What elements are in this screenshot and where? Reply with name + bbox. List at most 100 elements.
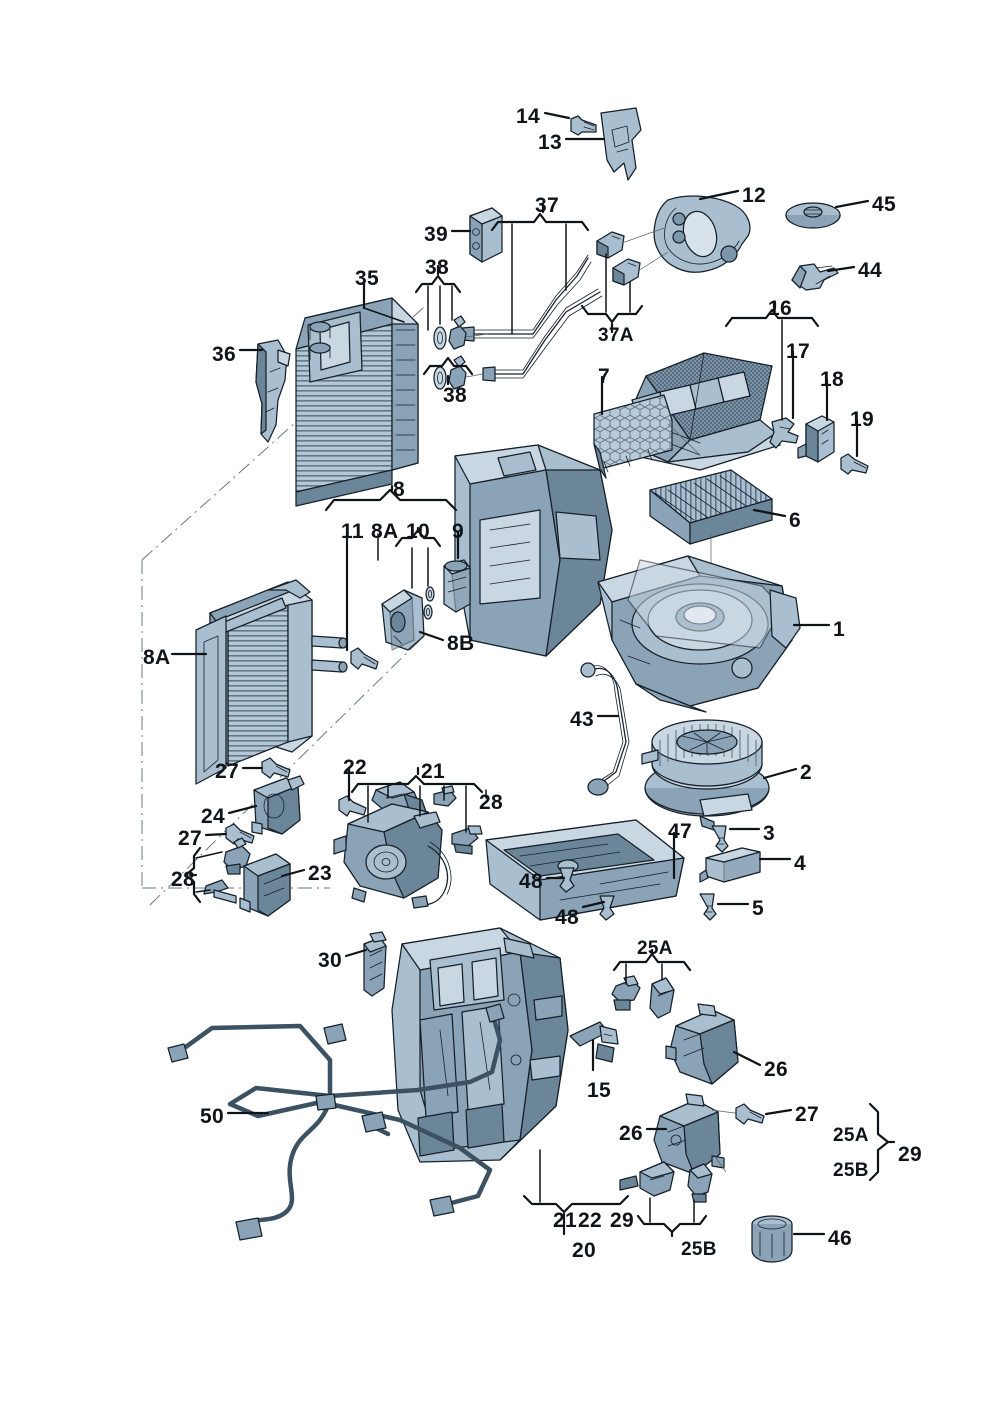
callout-label-16[interactable]: 16 xyxy=(768,297,792,320)
callout-label-28[interactable]: 28 xyxy=(171,868,195,891)
callout-label-37[interactable]: 37 xyxy=(535,194,559,217)
callout-label-21[interactable]: 21 xyxy=(553,1209,577,1232)
callout-label-37a[interactable]: 37A xyxy=(598,325,634,346)
part-50-connectors xyxy=(167,1003,505,1241)
callout-label-46[interactable]: 46 xyxy=(828,1227,852,1250)
callout-label-1[interactable]: 1 xyxy=(833,618,845,641)
part-17-clip xyxy=(769,417,799,449)
callout-label-25a[interactable]: 25A xyxy=(637,938,673,959)
part-4-cover-cap xyxy=(699,847,761,883)
callout-label-5[interactable]: 5 xyxy=(752,897,764,920)
part-9-expansion-valve xyxy=(443,559,471,613)
callout-label-13[interactable]: 13 xyxy=(538,131,562,154)
callout-label-27[interactable]: 27 xyxy=(795,1103,819,1126)
part-27-screw-c xyxy=(735,1103,765,1125)
callout-label-26[interactable]: 26 xyxy=(764,1058,788,1081)
part-45-washer xyxy=(785,202,841,229)
callout-label-43[interactable]: 43 xyxy=(570,708,594,731)
part-14-screw xyxy=(570,115,597,136)
callout-label-7[interactable]: 7 xyxy=(598,365,610,388)
part-19-screw xyxy=(840,453,869,475)
part-47-cover-plate xyxy=(485,819,685,921)
callout-label-39[interactable]: 39 xyxy=(424,223,448,246)
part-15-linkage-rod xyxy=(569,1021,619,1063)
callout-label-22[interactable]: 22 xyxy=(578,1209,602,1232)
part-26-motor-lower xyxy=(653,1093,743,1175)
part-21-assembly xyxy=(333,781,483,909)
part-20-heater-housing xyxy=(391,927,569,1163)
part-10-orings xyxy=(423,586,435,620)
callout-label-25b[interactable]: 25B xyxy=(681,1239,717,1260)
callout-label-17[interactable]: 17 xyxy=(786,340,810,363)
part-2-blower-fan xyxy=(641,719,770,831)
callout-label-27[interactable]: 27 xyxy=(215,760,239,783)
callout-label-19[interactable]: 19 xyxy=(850,408,874,431)
part-25B-set xyxy=(619,1161,713,1203)
callout-label-12[interactable]: 12 xyxy=(742,184,766,207)
part-3-screw xyxy=(711,825,729,853)
callout-label-25b[interactable]: 25B xyxy=(833,1160,869,1181)
part-30-temperature-sensor xyxy=(363,931,387,997)
callout-label-8b[interactable]: 8B xyxy=(447,632,475,655)
callout-label-4[interactable]: 4 xyxy=(794,852,806,875)
part-27-screw-a xyxy=(261,757,291,779)
callout-label-25a[interactable]: 25A xyxy=(833,1125,869,1146)
callout-label-6[interactable]: 6 xyxy=(789,509,801,532)
callout-label-11[interactable]: 11 xyxy=(341,520,364,543)
callout-label-8a[interactable]: 8A xyxy=(371,520,399,543)
callout-label-20[interactable]: 20 xyxy=(572,1239,596,1262)
part-26-motor-upper xyxy=(665,1003,739,1085)
part-38-oring-clamp-upper xyxy=(433,315,488,350)
callout-label-10[interactable]: 10 xyxy=(406,520,430,543)
callout-label-9[interactable]: 9 xyxy=(452,520,464,543)
callout-label-47[interactable]: 47 xyxy=(668,820,692,843)
part-24-positioning-motor xyxy=(251,775,305,835)
part-13-bracket xyxy=(600,107,642,181)
part-44-grommet xyxy=(791,263,839,291)
callout-label-8[interactable]: 8 xyxy=(393,478,405,501)
part-16-air-intake-housing xyxy=(617,352,781,471)
part-7-foam-seal xyxy=(593,394,701,479)
callout-label-29[interactable]: 29 xyxy=(610,1209,634,1232)
part-39-valve-block xyxy=(469,207,503,263)
part-27-screw-b xyxy=(225,823,255,845)
callout-label-36[interactable]: 36 xyxy=(212,343,236,366)
part-48-rivet-a xyxy=(559,867,575,893)
part-5-screw xyxy=(699,893,717,921)
part-8B-cover xyxy=(381,589,425,651)
callout-label-44[interactable]: 44 xyxy=(858,259,882,282)
part-1-ac-housing xyxy=(454,444,801,713)
callout-label-2[interactable]: 2 xyxy=(800,761,812,784)
part-37A-fittings xyxy=(596,227,669,286)
callout-label-45[interactable]: 45 xyxy=(872,193,896,216)
part-11-bolt xyxy=(350,647,379,670)
callout-label-28[interactable]: 28 xyxy=(479,791,503,814)
callout-label-22[interactable]: 22 xyxy=(343,756,367,779)
part-6-pollen-filter xyxy=(649,469,773,592)
callout-label-21[interactable]: 21 xyxy=(421,760,445,783)
callout-label-30[interactable]: 30 xyxy=(318,949,342,972)
callout-label-38[interactable]: 38 xyxy=(425,256,449,279)
part-36-bracket xyxy=(255,339,291,443)
callout-label-38[interactable]: 38 xyxy=(443,384,467,407)
callout-label-18[interactable]: 18 xyxy=(820,368,844,391)
part-35-evaporator xyxy=(295,297,419,507)
part-12-seal-plate xyxy=(653,195,751,273)
callout-label-14[interactable]: 14 xyxy=(516,105,540,128)
callout-label-27[interactable]: 27 xyxy=(178,827,202,850)
callout-label-26[interactable]: 26 xyxy=(619,1122,643,1145)
callout-label-8a[interactable]: 8A xyxy=(143,646,171,669)
part-28-lever-a xyxy=(223,837,251,875)
callout-label-23[interactable]: 23 xyxy=(308,862,332,885)
callout-label-15[interactable]: 15 xyxy=(587,1079,611,1102)
callout-label-48[interactable]: 48 xyxy=(519,870,543,893)
part-8A-heater-core xyxy=(195,579,348,785)
callout-label-29[interactable]: 29 xyxy=(898,1143,922,1166)
callout-label-24[interactable]: 24 xyxy=(201,805,225,828)
callout-label-50[interactable]: 50 xyxy=(200,1105,224,1128)
callout-label-35[interactable]: 35 xyxy=(355,267,379,290)
callout-label-48[interactable]: 48 xyxy=(555,906,579,929)
callout-label-3[interactable]: 3 xyxy=(763,822,775,845)
